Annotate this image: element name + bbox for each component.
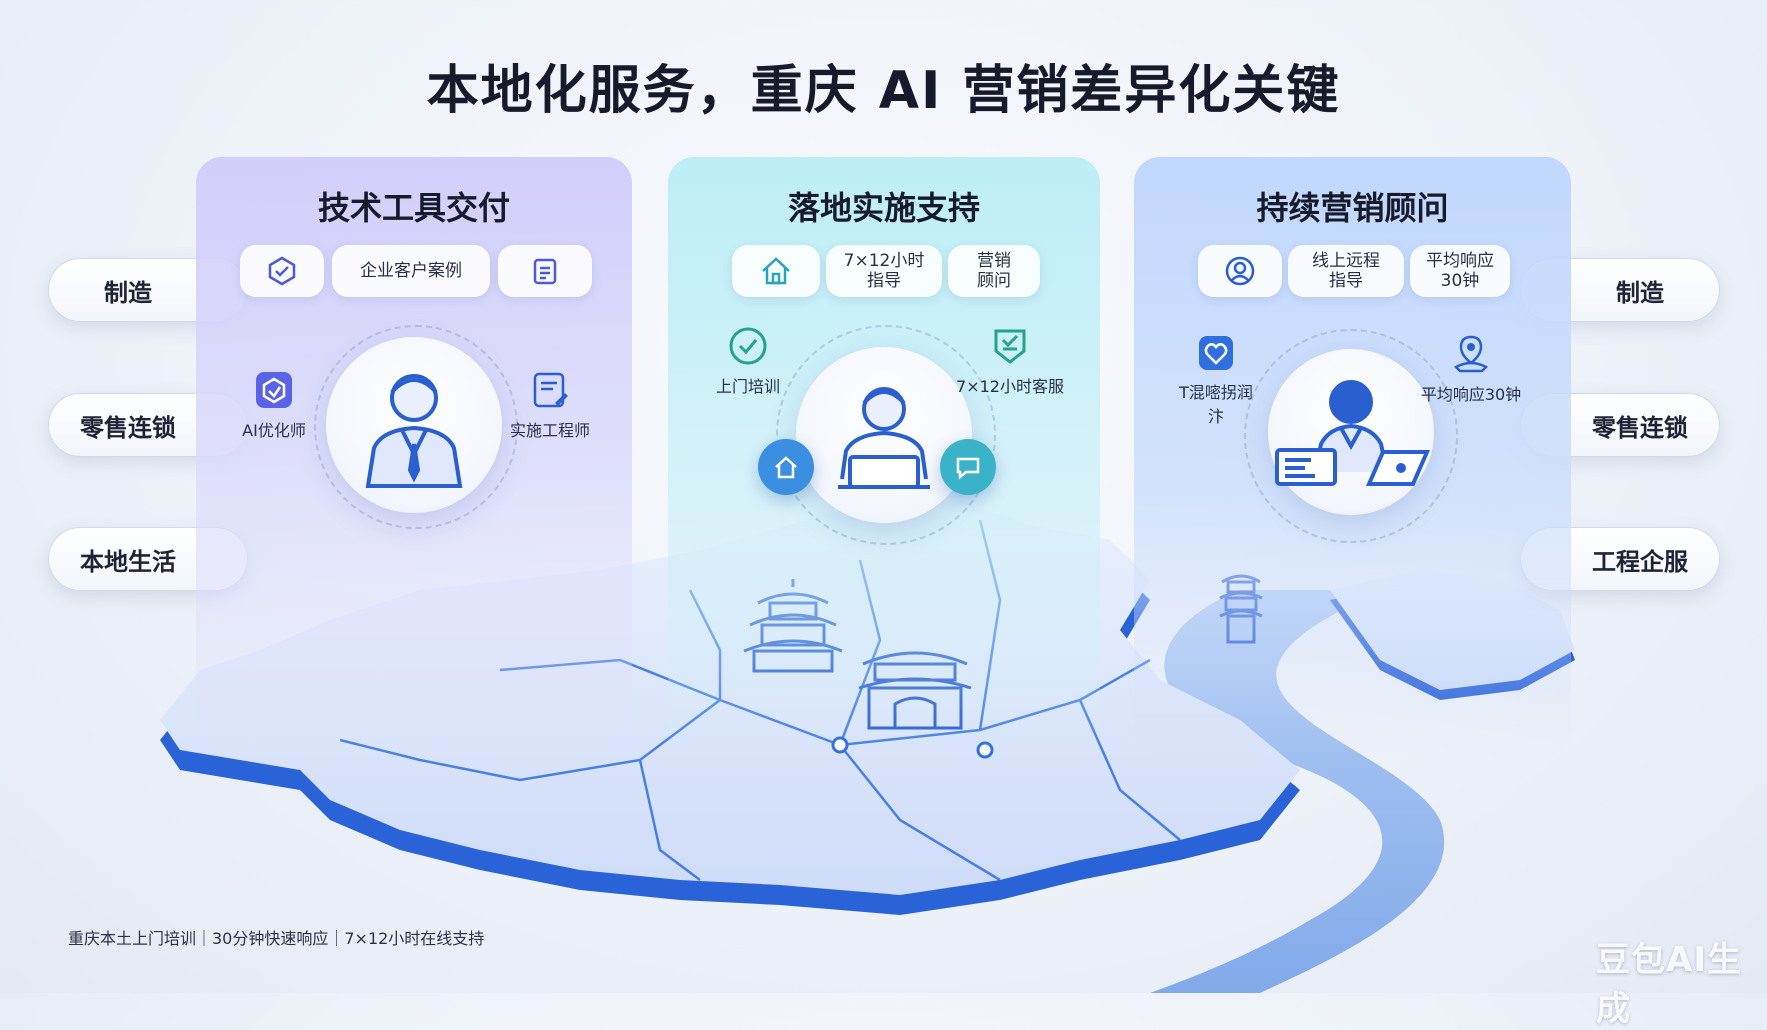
chip-home[interactable]	[732, 245, 820, 297]
center-avatar-circle	[1268, 349, 1434, 515]
center-avatar-circle	[326, 337, 502, 513]
location-person-icon	[1453, 335, 1489, 373]
chat-badge-icon[interactable]	[940, 439, 996, 495]
home-badge-icon[interactable]	[758, 439, 814, 495]
shield-hexagon-icon	[268, 256, 296, 286]
businessman-icon	[365, 374, 463, 488]
chip-user[interactable]	[1198, 245, 1282, 297]
ring-decoration	[314, 325, 518, 529]
footer-caption: 重庆本土上门培训｜30分钟快速响应｜7×12小时在线支持	[68, 929, 485, 948]
center-avatar-circle	[796, 347, 972, 523]
home-badge-glyph	[775, 456, 797, 479]
chip-client-cases[interactable]: 企业客户案例	[332, 245, 490, 297]
user-circle-icon	[1225, 256, 1255, 286]
chip-remote-guidance[interactable]: 线上远程 指导	[1288, 245, 1404, 297]
ai-hexagon-icon	[256, 372, 292, 408]
chat-badge-glyph	[956, 457, 980, 480]
panel-title: 落地实施支持	[787, 189, 980, 227]
chip-clipboard[interactable]	[498, 245, 592, 297]
chip-marketing-consultant[interactable]: 营销 顾问	[948, 245, 1040, 297]
panel-marketing-advisor: 持续营销顾问 线上远程 指导 平均响应 30钟	[1134, 157, 1571, 757]
feature-onsite-training: 上门培训	[708, 325, 788, 397]
feature-ai-optimizer: AI优化师	[238, 369, 310, 441]
panel-title: 持续营销顾问	[1256, 189, 1449, 227]
watermark: 豆包AI生成	[1596, 940, 1742, 1029]
chip-7x12-guidance[interactable]: 7×12小时 指导	[826, 245, 942, 297]
feature-7x12-customer-service: 7×12小时客服	[950, 325, 1070, 397]
consultant-laptop-icon	[838, 387, 930, 489]
heart-shield-icon	[1199, 336, 1233, 370]
ring-decoration	[1244, 329, 1458, 543]
feature-avg-response-30: 平均响应30钟	[1406, 333, 1536, 405]
panel-title: 技术工具交付	[317, 189, 510, 227]
page-title: 本地化服务，重庆 AI 营销差异化关键	[426, 61, 1341, 121]
advisor-laptop-icon	[1275, 380, 1431, 486]
check-circle-icon	[729, 327, 767, 365]
chip-shield[interactable]	[240, 245, 324, 297]
panel-onsite-support: 落地实施支持 7×12小时 指导 营销 顾问 上门培训	[668, 157, 1100, 757]
service-check-icon	[994, 329, 1026, 364]
edit-document-icon	[533, 372, 568, 408]
ring-decoration	[776, 325, 996, 545]
home-icon	[762, 257, 790, 285]
panel-tech-delivery: 技术工具交付 企业客户案例	[196, 157, 632, 757]
chip-avg-response[interactable]: 平均响应 30钟	[1410, 245, 1510, 297]
feature-heart-shield: T混嘧拐润汴	[1174, 333, 1258, 427]
feature-implementation-engineer: 实施工程师	[500, 369, 600, 441]
clipboard-list-icon	[533, 258, 557, 285]
